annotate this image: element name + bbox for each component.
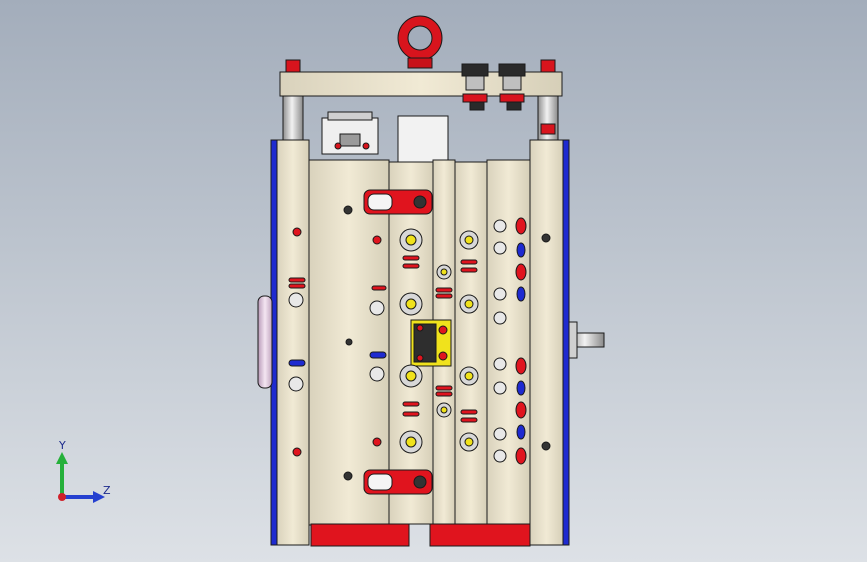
triad-y-label: Y	[58, 440, 66, 452]
moving-clamp-plate[interactable]	[529, 139, 564, 546]
triad-z-axis	[62, 491, 105, 503]
base-block-right[interactable]	[429, 523, 531, 547]
red-bolt-heads	[292, 227, 382, 457]
coordinate-triad[interactable]: Y Z	[40, 440, 130, 510]
lifting-eye-bolt[interactable]	[397, 15, 443, 69]
side-plate-right-blue	[562, 139, 570, 546]
triad-y-axis	[56, 452, 68, 497]
latch-lock-top[interactable]	[363, 189, 433, 215]
core-plate[interactable]	[454, 161, 488, 525]
hot-nozzles	[399, 228, 479, 454]
top-bolt-left	[285, 59, 301, 73]
pillar-cap	[540, 123, 556, 135]
ejector-pins	[288, 219, 507, 463]
base-block-left[interactable]	[310, 523, 410, 547]
dark-screws	[343, 205, 551, 481]
support-block	[397, 115, 449, 165]
latch-lock-bottom[interactable]	[363, 469, 433, 495]
guide-pillar-left[interactable]	[282, 95, 304, 141]
cooling-channels-red	[288, 255, 478, 423]
support-plate[interactable]	[486, 159, 531, 527]
top-connectors	[461, 63, 526, 111]
center-gate-block[interactable]	[410, 319, 452, 367]
valve-component[interactable]	[321, 111, 379, 155]
right-fittings	[515, 217, 527, 465]
mold-assembly[interactable]	[257, 15, 605, 547]
fixed-clamp-plate[interactable]	[276, 139, 310, 546]
shaft-collar	[568, 321, 578, 359]
locating-ring[interactable]	[257, 295, 273, 389]
triad-origin	[58, 493, 66, 501]
top-bolt-right	[540, 59, 556, 73]
triad-z-label: Z	[103, 484, 111, 497]
cooling-channels-blue	[288, 242, 526, 440]
